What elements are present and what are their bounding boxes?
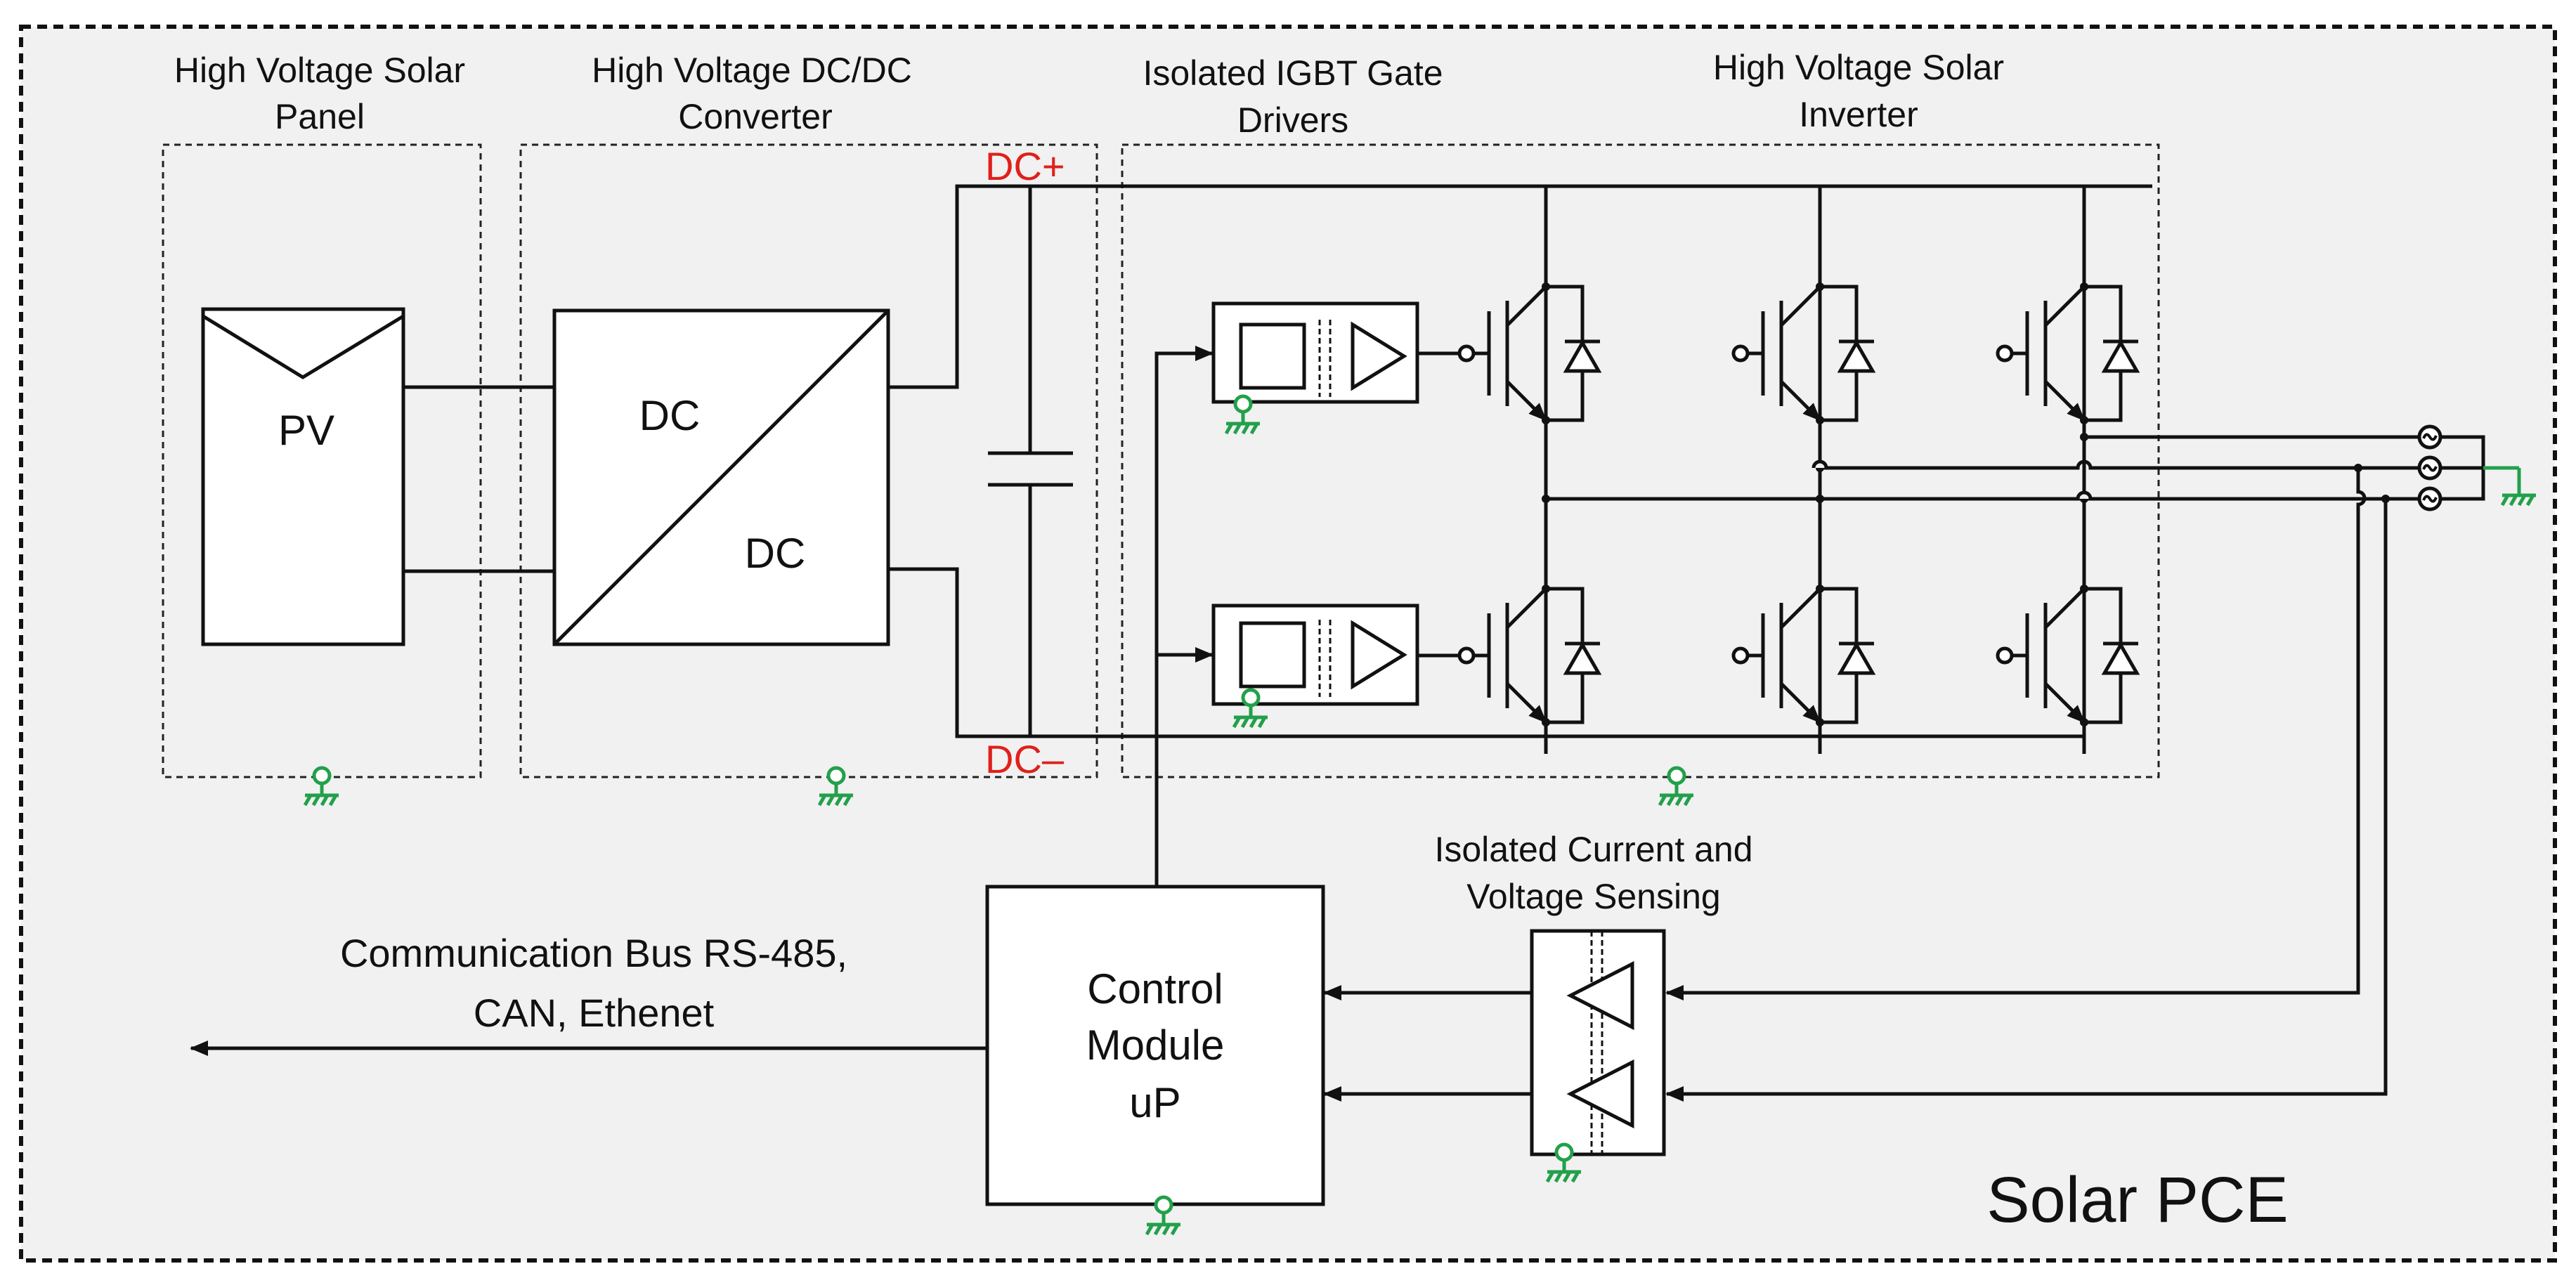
sense-feedback-lines xyxy=(1665,464,2390,1102)
pv-panel-block: PV xyxy=(201,307,405,646)
dc-positive-label: DC+ xyxy=(985,144,1065,188)
dc-output-label: DC xyxy=(745,530,806,577)
bus-label-line1: Communication Bus RS-485, xyxy=(340,931,847,975)
gate-driver-top xyxy=(1211,301,1419,404)
control-module-block: Control Module uP xyxy=(985,885,1325,1206)
panel-title-line1: High Voltage Solar xyxy=(174,51,465,90)
pv-label: PV xyxy=(278,407,334,454)
isolation-amplifier-icon xyxy=(1566,1059,1634,1129)
bus-label-line2: CAN, Ethenet xyxy=(474,991,715,1035)
converter-title-line2: Converter xyxy=(678,97,833,136)
panel-title-line2: Panel xyxy=(275,97,365,136)
control-signal-line xyxy=(1154,346,1214,887)
diagram-title: Solar PCE xyxy=(1986,1164,2289,1236)
capacitor-icon xyxy=(988,186,1073,736)
panel-section-box xyxy=(162,143,482,778)
ac-source-icon xyxy=(2419,426,2440,448)
dc-input-label: DC xyxy=(639,392,701,439)
gate-driver-bottom xyxy=(1211,604,1419,706)
converter-title-line1: High Voltage DC/DC xyxy=(592,51,912,90)
dcdc-converter-block: DC DC xyxy=(552,308,890,646)
sensing-title-line1: Isolated Current and xyxy=(1434,830,1752,869)
control-label-line1: Control xyxy=(1087,965,1223,1012)
drivers-title-line2: Drivers xyxy=(1237,100,1348,140)
control-label-line2: Module xyxy=(1086,1022,1225,1069)
inverter-title-line2: Inverter xyxy=(1799,95,1918,134)
drivers-title-line1: Isolated IGBT Gate xyxy=(1143,53,1443,93)
dc-negative-wire xyxy=(888,567,2084,738)
isolated-sensing-block xyxy=(1530,929,1666,1156)
sensing-title-line2: Voltage Sensing xyxy=(1466,877,1720,916)
dc-positive-wire xyxy=(888,184,2152,389)
dc-negative-label: DC– xyxy=(985,737,1065,781)
inverter-title-line1: High Voltage Solar xyxy=(1713,48,2004,87)
inverter-section-box xyxy=(1121,143,2160,778)
control-label-line3: uP xyxy=(1129,1079,1180,1126)
ac-output xyxy=(1549,426,2536,509)
ac-source-icon xyxy=(2419,488,2440,509)
converter-section-box xyxy=(519,143,1098,778)
isolation-amplifier-icon xyxy=(1566,960,1634,1031)
ac-source-icon xyxy=(2419,457,2440,478)
